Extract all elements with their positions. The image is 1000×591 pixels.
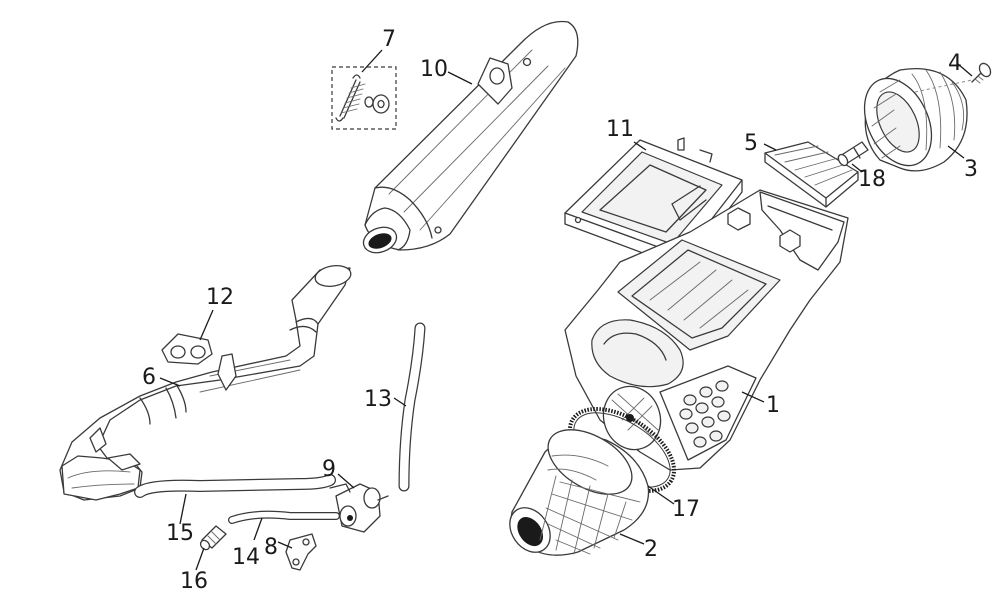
part-14-hose <box>228 510 340 524</box>
leader-lines <box>159 49 973 571</box>
callout-labels: 1 2 3 4 5 6 7 8 9 10 11 12 13 14 15 16 1… <box>142 27 978 591</box>
callout-3: 3 <box>964 157 978 182</box>
callout-11: 11 <box>606 117 634 142</box>
callout-7: 7 <box>382 27 396 52</box>
callout-2: 2 <box>644 537 658 562</box>
callout-14: 14 <box>232 545 260 570</box>
part-9-valve <box>329 483 389 533</box>
callout-10: 10 <box>420 57 448 82</box>
callout-6: 6 <box>142 365 156 390</box>
part-12-bracket <box>161 333 213 365</box>
callout-4: 4 <box>948 51 962 76</box>
part-3-ring-filter <box>863 67 968 172</box>
part-7-spring-kit <box>331 66 397 130</box>
callout-15: 15 <box>166 521 194 546</box>
callout-9: 9 <box>322 457 336 482</box>
callout-18: 18 <box>858 167 886 192</box>
part-10-muffler <box>362 20 579 254</box>
airbox-vent-holes <box>679 380 731 448</box>
part-15-hose <box>134 474 336 498</box>
callout-8: 8 <box>264 535 278 560</box>
part-16-fitting <box>199 525 227 551</box>
callout-5: 5 <box>744 131 758 156</box>
callout-16: 16 <box>180 569 208 591</box>
callout-13: 13 <box>364 387 392 412</box>
part-2-intake-boot <box>509 429 650 556</box>
part-5-filter-pad <box>764 141 859 208</box>
part-8-clip <box>285 533 317 571</box>
part-13-hose <box>398 322 426 492</box>
part-18-pin <box>837 141 869 167</box>
part-6-header-pipe <box>59 265 352 501</box>
callout-12: 12 <box>206 285 234 310</box>
part-1-airbox <box>564 189 849 471</box>
part-4-screw <box>914 62 992 93</box>
callout-17: 17 <box>672 497 700 522</box>
callout-1: 1 <box>766 393 780 418</box>
